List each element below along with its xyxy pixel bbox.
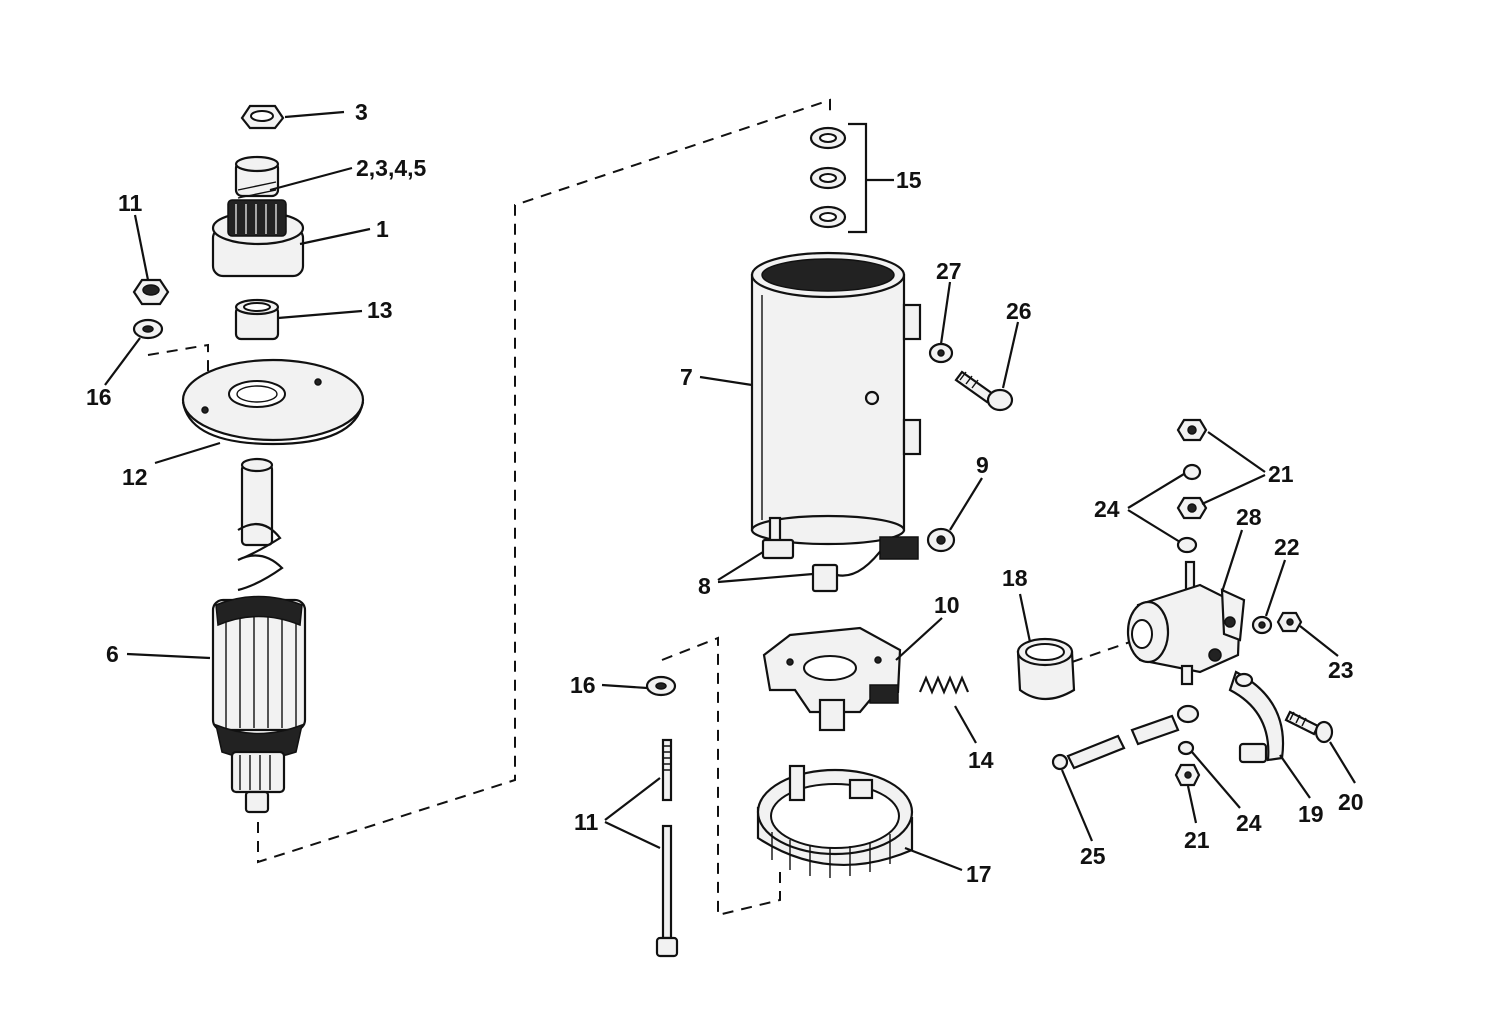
callout-24-lower: 24 [1236, 810, 1262, 836]
callout-24-upper: 24 [1094, 496, 1120, 522]
part-lower-nut [1174, 763, 1201, 787]
part-shift-lever [1228, 670, 1285, 764]
callout-14: 14 [968, 747, 994, 773]
callout-13: 13 [367, 297, 393, 323]
callout-28: 28 [1236, 504, 1262, 530]
callout-3: 3 [355, 99, 368, 125]
part-thumb-screw [954, 370, 1014, 412]
part-brush-spring [918, 675, 970, 695]
callout-8: 8 [698, 573, 711, 599]
callout-22: 22 [1274, 534, 1300, 560]
part-small-washer [132, 318, 164, 340]
callout-9: 9 [976, 452, 989, 478]
part-brushes [761, 516, 919, 593]
callout-11-upper: 11 [118, 190, 143, 216]
callout-25: 25 [1080, 843, 1106, 869]
part-solenoid [1126, 560, 1246, 686]
part-small-lockwasher [1251, 615, 1273, 635]
part-plunger-link [1051, 704, 1200, 771]
part-brush-plate [762, 626, 902, 732]
part-through-bolts [655, 738, 679, 958]
part-end-plate [181, 358, 365, 446]
callout-27: 27 [936, 258, 962, 284]
part-solenoid-washer-mid [1176, 536, 1198, 554]
part-nut [240, 104, 285, 130]
part-solenoid-nut-top [1176, 418, 1208, 442]
part-terminal-nut [926, 527, 956, 553]
part-solenoid-washer-top [1182, 463, 1202, 481]
callout-16-lower: 16 [570, 672, 596, 698]
callout-2-3-4-5: 2,3,4,5 [356, 155, 427, 181]
callout-15: 15 [896, 167, 922, 193]
callout-11-lower: 11 [574, 809, 599, 835]
callout-26: 26 [1006, 298, 1032, 324]
callout-6: 6 [106, 641, 119, 667]
callout-17: 17 [966, 861, 992, 887]
part-field-frame [750, 251, 922, 546]
callout-7: 7 [680, 364, 693, 390]
part-small-hexnut [1276, 611, 1303, 633]
callout-20: 20 [1338, 789, 1364, 815]
callout-21-lower: 21 [1184, 827, 1210, 853]
part-drive-assembly [234, 155, 280, 199]
callout-19: 19 [1298, 801, 1324, 827]
callout-12: 12 [122, 464, 148, 490]
part-lower-lockwasher [1177, 740, 1195, 756]
callout-23: 23 [1328, 657, 1354, 683]
callout-10: 10 [934, 592, 960, 618]
part-washer-lower [645, 675, 677, 697]
part-small-nut [132, 278, 170, 306]
callout-18: 18 [1002, 565, 1028, 591]
leader-lines [104, 110, 1356, 872]
part-thrust-washers [809, 126, 847, 229]
part-pivot-bolt [1284, 710, 1334, 744]
part-lock-washer [928, 342, 954, 364]
part-armature [211, 457, 307, 814]
part-commutator-end-cap [756, 764, 914, 878]
callout-1: 1 [376, 216, 389, 242]
part-solenoid-nut-mid [1176, 496, 1208, 520]
callout-labels: 3 2,3,4,5 1 11 13 16 12 6 15 27 26 7 9 8… [86, 99, 1364, 887]
part-solenoid-boot [1016, 637, 1076, 701]
callout-21-upper: 21 [1268, 461, 1294, 487]
callout-16-upper: 16 [86, 384, 112, 410]
part-bushing [234, 298, 280, 341]
part-drive-pinion [211, 199, 305, 278]
